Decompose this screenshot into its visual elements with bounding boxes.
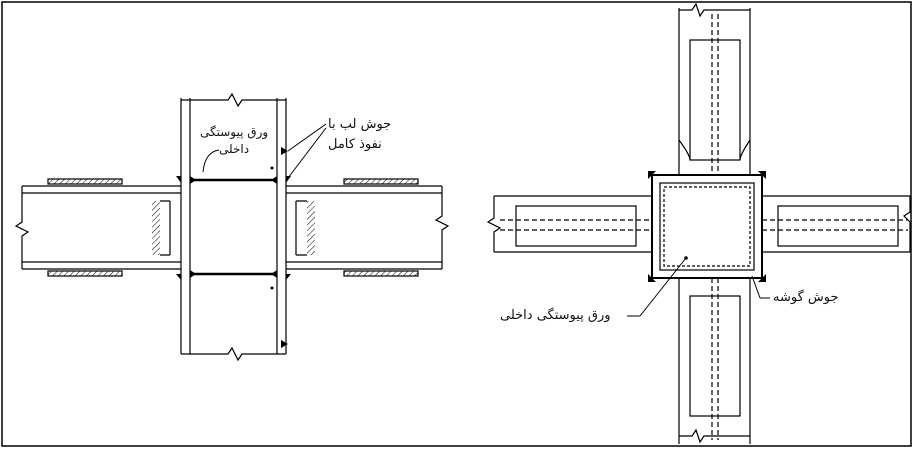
full-penetration-welds (176, 147, 291, 348)
fillet-weld-label: جوش گوشه (773, 290, 839, 305)
leader-dots (270, 166, 274, 290)
left-member-plan (486, 195, 652, 253)
full-penetration-weld-label-line2: نفوذ کامل (328, 137, 382, 152)
inner-continuity-plate-label-plan: ورق پیوستگی داخلی (500, 308, 611, 323)
bottom-member-plan (678, 278, 751, 444)
fillet-welds (648, 171, 766, 282)
box-column-elevation (180, 92, 287, 362)
full-penetration-weld-label-line1: جوش لب با (328, 117, 392, 132)
inner-continuity-plate-label-line1: ورق پیوستگی (200, 125, 269, 139)
inner-continuity-plates-elevation (190, 178, 277, 276)
left-leaders (202, 123, 327, 179)
right-leaders (627, 257, 770, 317)
central-box-column-plan (651, 174, 763, 279)
right-plan-detail (486, 2, 911, 444)
left-elevation-detail (14, 92, 450, 362)
right-member-plan (762, 195, 911, 253)
inner-continuity-plate-label-line2: داخلی (219, 142, 250, 156)
top-member-plan (678, 2, 751, 175)
right-beam-elevation (286, 178, 450, 277)
left-beam-elevation (14, 178, 181, 277)
